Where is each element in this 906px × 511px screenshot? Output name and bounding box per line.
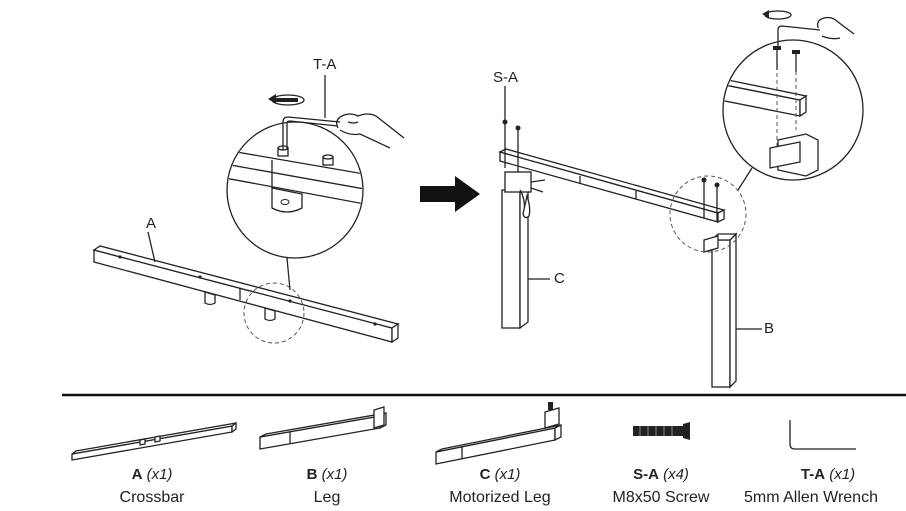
hand-icon [336, 113, 405, 149]
zoom-target-circle-right [669, 175, 747, 253]
rotate-arrow-icon [268, 94, 305, 106]
part-screw-icon [633, 422, 690, 440]
motorized-leg-c-drawing [501, 171, 546, 330]
frame-assembly-illustration [498, 10, 864, 389]
allen-wrench-icon [282, 116, 341, 150]
crossbar-a-drawing [92, 245, 400, 344]
callout-screw-a: S-A [493, 69, 519, 86]
part-ta-name: 5mm Allen Wrench [744, 489, 878, 506]
callout-crossbar-a: A [146, 215, 157, 232]
screw-icon [502, 119, 521, 172]
zoom-detail-circle [226, 121, 364, 259]
zoom-detail-circle-right [722, 39, 864, 181]
rotate-arrow-icon-right [762, 10, 792, 20]
part-b-name: Leg [313, 489, 341, 506]
zoom-target-circle [243, 282, 305, 344]
part-crossbar-icon [71, 421, 237, 461]
callout-motor-leg-c: C [554, 270, 565, 287]
callout-tool-a: T-A [313, 56, 337, 73]
part-a-code: A (x1) [131, 466, 173, 483]
part-c-name: Motorized Leg [449, 489, 551, 506]
leg-b-drawing [703, 232, 738, 389]
part-ta-code: T-A (x1) [800, 466, 856, 483]
right-arrow-icon [420, 176, 480, 212]
part-leg-icon [259, 406, 387, 450]
part-a-name: Crossbar [119, 489, 185, 506]
part-allen-wrench-icon [789, 420, 856, 450]
part-sa-name: M8x50 Screw [612, 489, 710, 506]
part-motorized-leg-icon [435, 402, 562, 465]
crossbar-step-illustration [92, 94, 405, 344]
part-b-code: B (x1) [306, 466, 348, 483]
part-sa-code: S-A (x4) [633, 466, 689, 483]
part-c-code: C (x1) [479, 466, 521, 483]
callout-leg-b: B [764, 320, 775, 337]
